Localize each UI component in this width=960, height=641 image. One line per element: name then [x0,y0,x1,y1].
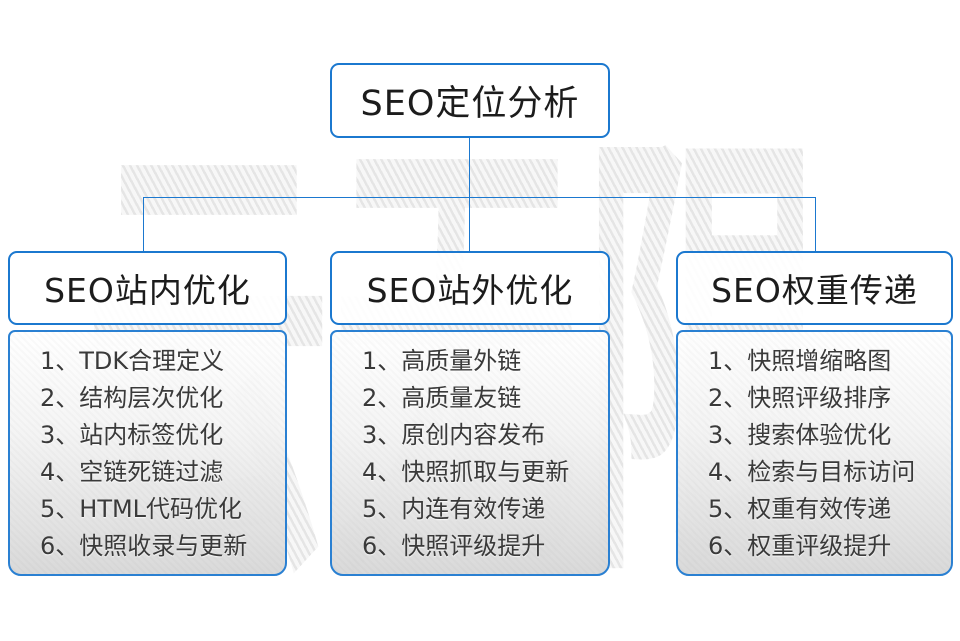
list-item: 3、搜索体验优化 [708,421,892,449]
list-item: 1、快照增缩略图 [708,347,892,375]
list-item: 2、结构层次优化 [40,384,224,412]
list-item: 1、TDK合理定义 [40,347,225,375]
item-list: 1、快照增缩略图 2、快照评级排序 3、搜索体验优化 4、检索与目标访问 5、权… [678,332,951,565]
item-list: 1、高质量外链 2、高质量友链 3、原创内容发布 4、快照抓取与更新 5、内连有… [332,332,608,565]
branch-node-onsite: SEO站内优化 [8,251,287,325]
list-item: 5、权重有效传递 [708,495,892,523]
list-item: 4、空链死链过滤 [40,458,224,486]
connector-left-vertical [143,197,144,251]
list-item: 6、权重评级提升 [708,532,892,560]
root-node: SEO定位分析 [330,63,610,138]
list-item: 5、HTML代码优化 [40,495,243,523]
list-item: 2、快照评级排序 [708,384,892,412]
list-item: 2、高质量友链 [362,384,522,412]
list-item: 1、高质量外链 [362,347,522,375]
list-item: 3、站内标签优化 [40,421,224,449]
branch-title: SEO站外优化 [366,271,574,310]
list-item: 6、快照收录与更新 [40,532,248,560]
list-item: 4、检索与目标访问 [708,458,916,486]
list-item: 6、快照评级提升 [362,532,546,560]
root-node-title: SEO定位分析 [360,84,580,124]
item-list: 1、TDK合理定义 2、结构层次优化 3、站内标签优化 4、空链死链过滤 5、H… [10,332,285,565]
list-item: 5、内连有效传递 [362,495,546,523]
list-item: 4、快照抓取与更新 [362,458,570,486]
branch-title: SEO站内优化 [44,271,251,310]
branch-node-weight: SEO权重传递 [676,251,953,325]
branch-panel-onsite: 1、TDK合理定义 2、结构层次优化 3、站内标签优化 4、空链死链过滤 5、H… [8,330,287,576]
connector-horizontal [143,197,816,198]
branch-panel-weight: 1、快照增缩略图 2、快照评级排序 3、搜索体验优化 4、检索与目标访问 5、权… [676,330,953,576]
branch-panel-offsite: 1、高质量外链 2、高质量友链 3、原创内容发布 4、快照抓取与更新 5、内连有… [330,330,610,576]
connector-root-vertical [469,138,470,251]
list-item: 3、原创内容发布 [362,421,546,449]
branch-title: SEO权重传递 [711,271,918,310]
branch-node-offsite: SEO站外优化 [330,251,610,325]
connector-right-vertical [815,197,816,251]
